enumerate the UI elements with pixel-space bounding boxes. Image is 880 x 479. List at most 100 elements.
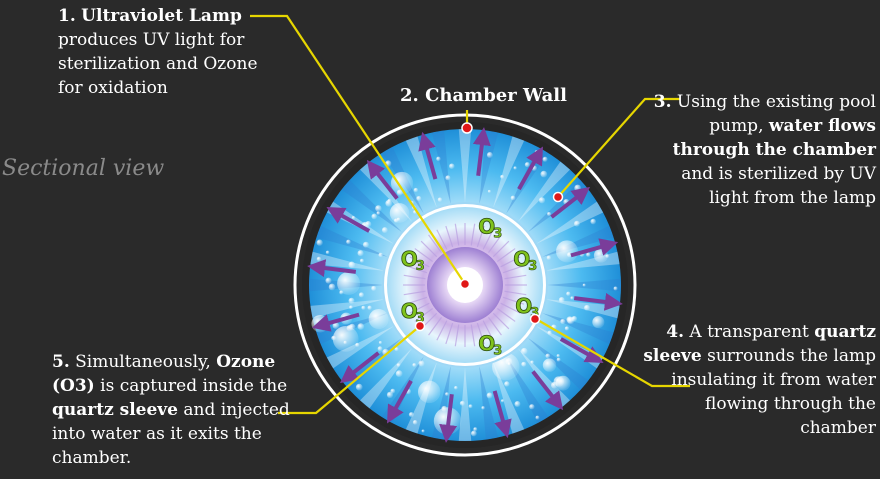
water-bubble [351,215,356,220]
water-bubble [470,430,477,437]
water-bubble [421,429,425,433]
water-bubble [327,327,331,332]
water-bubble [361,305,366,310]
label-wall-title: Chamber Wall [425,85,567,106]
label-ozone-bold-ozone: Ozone (O3) [52,352,276,396]
water-bubble [328,283,336,291]
label-lamp-text: produces UV light for sterilization and … [58,30,258,98]
water-bubble [357,250,364,257]
water-bubble [547,211,552,216]
water-bubble [556,357,561,362]
water-bubble [582,283,586,287]
water-bubble [590,218,596,225]
water-bubble [346,239,351,245]
water-bubble [436,156,441,162]
water-bubble [530,360,534,364]
water-bubble [408,412,414,418]
water-bubble [332,322,340,330]
water-bubble [349,305,353,310]
flow-arrow [559,337,604,363]
water-bubble [521,361,527,367]
sleeve-ray [405,296,428,305]
sleeve-ray [409,256,430,268]
water-bubble [413,187,419,193]
sleeve-ray [428,234,442,253]
sleeve-rays [403,223,527,347]
water-bubble [378,252,383,258]
water-bubble [468,404,473,409]
label-ultraviolet-lamp: 1. Ultraviolet Lamp produces UV light fo… [58,4,298,100]
water-bubble [521,347,528,355]
water-bubble [396,189,403,196]
water-ray [458,367,472,441]
sleeve-ray [454,223,460,246]
sectional-view-label: Sectional view [2,156,165,181]
water-bubble [514,401,521,408]
water-bubble [375,205,382,212]
water-bubble [325,250,330,255]
water-bubble [445,392,449,396]
water-bubble [473,427,478,432]
sleeve-ray [492,240,510,258]
water-bubble [389,203,410,223]
water-bubble [316,256,322,262]
water-bubble [412,420,418,425]
water-bubble [355,383,363,391]
water-bubble [546,255,551,260]
chamber-wall-outer [293,113,637,457]
flow-arrow [570,238,619,258]
water-bubble [584,304,590,311]
label-sleeve-pre: A transparent [689,322,809,342]
sleeve-ray [409,302,430,314]
sleeve-ray [470,324,476,347]
marker-flow [552,191,564,203]
water-ray [536,201,604,244]
o3-badge: O [513,247,530,271]
water-bubble [556,240,579,263]
sleeve-ray [445,225,454,248]
water-bubble [538,197,546,204]
sleeve-ray [436,229,448,250]
water-bubble [574,184,582,192]
leader-line-flow [557,97,680,198]
flow-arrow [492,390,512,439]
flow-arrow [366,159,399,200]
sleeve-ray [470,223,476,246]
label-lamp-number: 1. [58,6,76,26]
water-bubble [454,385,458,390]
water-bubble [566,316,574,324]
sleeve-ray [414,248,433,262]
flow-arrow [550,186,591,219]
water-bubble [348,261,356,269]
sleeve-ray [454,324,460,347]
water-ray [545,299,620,319]
label-ozone-number: 5. [52,352,70,372]
label-flow-number: 3. [653,92,672,112]
water-bubble [481,406,485,410]
water-bubble [564,326,569,331]
water-ray [310,299,385,319]
water-bubble [396,363,401,367]
flow-arrow [517,146,543,191]
o3-badge-subscript: 3 [416,311,425,326]
water-bubble [445,175,451,181]
leader-line-sleeve [535,318,690,388]
sleeve-ray [436,320,448,341]
sleeve-ray [428,317,442,336]
sleeve-ray [500,302,521,314]
sleeve-ray [492,312,510,330]
water-ray [493,136,525,208]
flow-arrow [573,292,623,311]
water-bubble [394,347,399,352]
marker-sleeve [529,313,541,325]
water-ray [405,136,437,208]
water-bubble [613,286,618,291]
o3-badge: O [478,331,495,355]
flow-arrow [418,131,438,180]
water-bubble [500,174,505,179]
label-flow-pre: Using the existing pool pump, [676,92,876,136]
water-bubbles [311,150,618,437]
water-bubble [441,405,448,412]
water-bubble [529,404,535,410]
